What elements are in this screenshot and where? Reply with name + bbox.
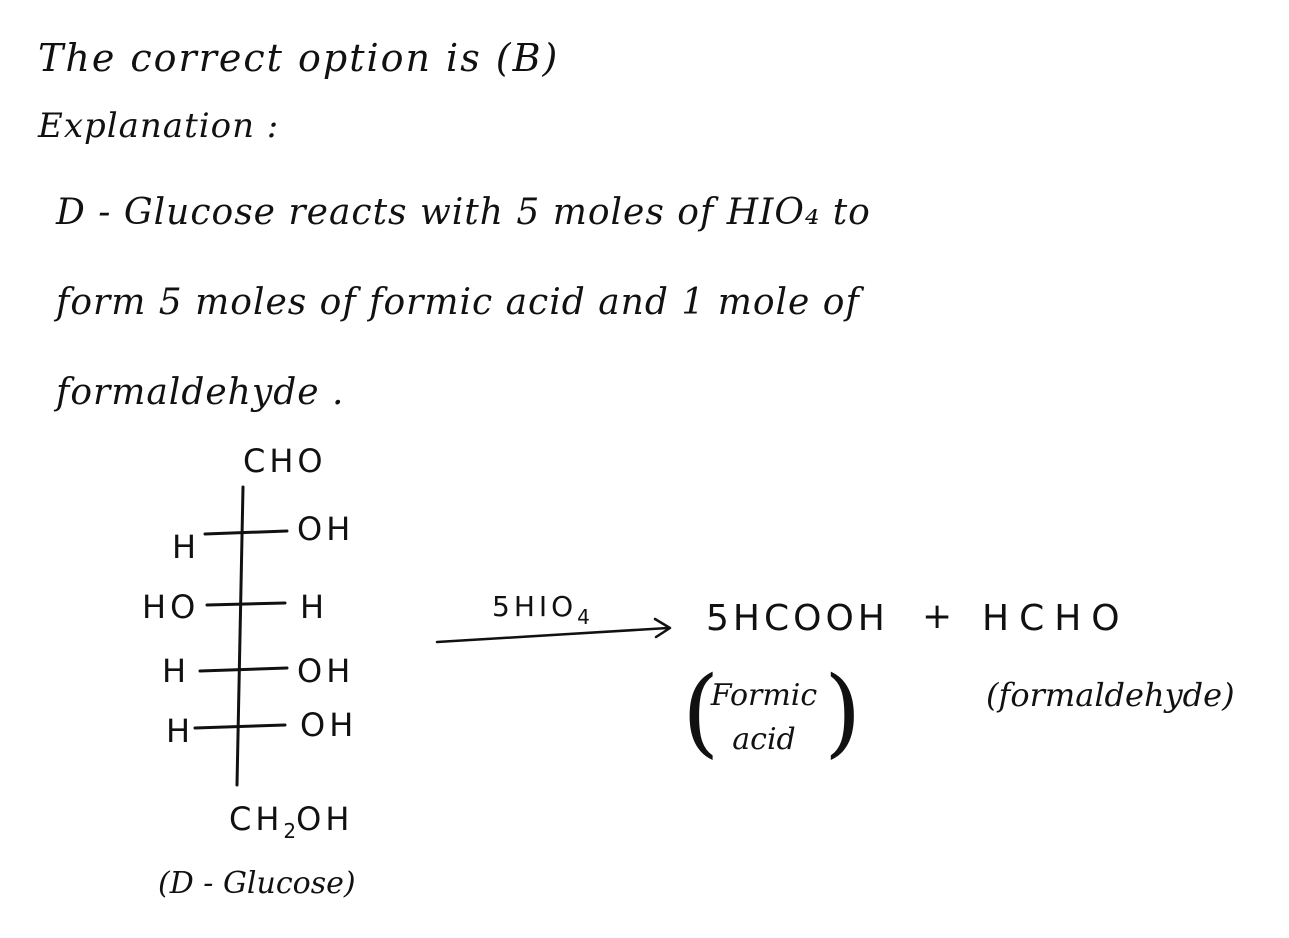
glucose-bottom-subscript: 2 bbox=[283, 819, 297, 843]
formic-acid-label-line2: acid bbox=[732, 722, 796, 757]
glucose-bottom-main: CH bbox=[229, 800, 284, 838]
reaction-arrow-shaft bbox=[435, 626, 670, 644]
formic-acid-label-line1: Formic bbox=[710, 678, 818, 713]
bond-line bbox=[193, 723, 287, 730]
product-formaldehyde: HCHO bbox=[982, 598, 1130, 639]
formaldehyde-label: (formaldehyde) bbox=[986, 676, 1235, 714]
formic-acid-label: Formic acid bbox=[702, 674, 826, 762]
glucose-row1-left: H bbox=[172, 528, 201, 566]
explanation-line: D - Glucose reacts with 5 moles of HIO₄ … bbox=[56, 192, 871, 233]
glucose-bottom-tail: OH bbox=[296, 800, 354, 838]
explanation-line: form 5 moles of formic acid and 1 mole o… bbox=[56, 282, 860, 323]
bond-line bbox=[198, 666, 289, 673]
reagent-main: 5HIO bbox=[492, 590, 578, 623]
glucose-row2-right: H bbox=[300, 588, 329, 626]
left-bracket: ( bbox=[682, 656, 720, 768]
glucose-name-label: (D - Glucose) bbox=[158, 866, 356, 901]
glucose-row3-left: H bbox=[162, 652, 191, 690]
glucose-bottom-group: CH2OH bbox=[229, 800, 353, 843]
right-bracket: ) bbox=[824, 656, 862, 768]
plus-sign: + bbox=[922, 596, 957, 637]
explanation-line: formaldehyde . bbox=[56, 372, 345, 413]
product-formic-acid: 5HCOOH bbox=[706, 598, 889, 639]
glucose-row1-right: OH bbox=[297, 510, 355, 548]
glucose-row2-left: HO bbox=[142, 588, 200, 626]
explanation-heading: Explanation : bbox=[38, 106, 280, 146]
glucose-row4-right: OH bbox=[300, 706, 358, 744]
reaction-arrow-head bbox=[653, 617, 672, 639]
glucose-top-group: CHO bbox=[243, 442, 327, 480]
bond-line bbox=[205, 601, 287, 607]
glucose-row4-left: H bbox=[166, 712, 195, 750]
explanation-paragraph: D - Glucose reacts with 5 moles of HIO₄ … bbox=[56, 168, 1246, 438]
bond-line bbox=[203, 529, 289, 536]
glucose-row3-right: OH bbox=[297, 652, 355, 690]
backbone-line bbox=[235, 485, 245, 787]
reagent-subscript: 4 bbox=[577, 605, 590, 629]
reagent-label: 5HIO4 bbox=[492, 590, 590, 629]
answer-statement: The correct option is (B) bbox=[38, 36, 560, 80]
